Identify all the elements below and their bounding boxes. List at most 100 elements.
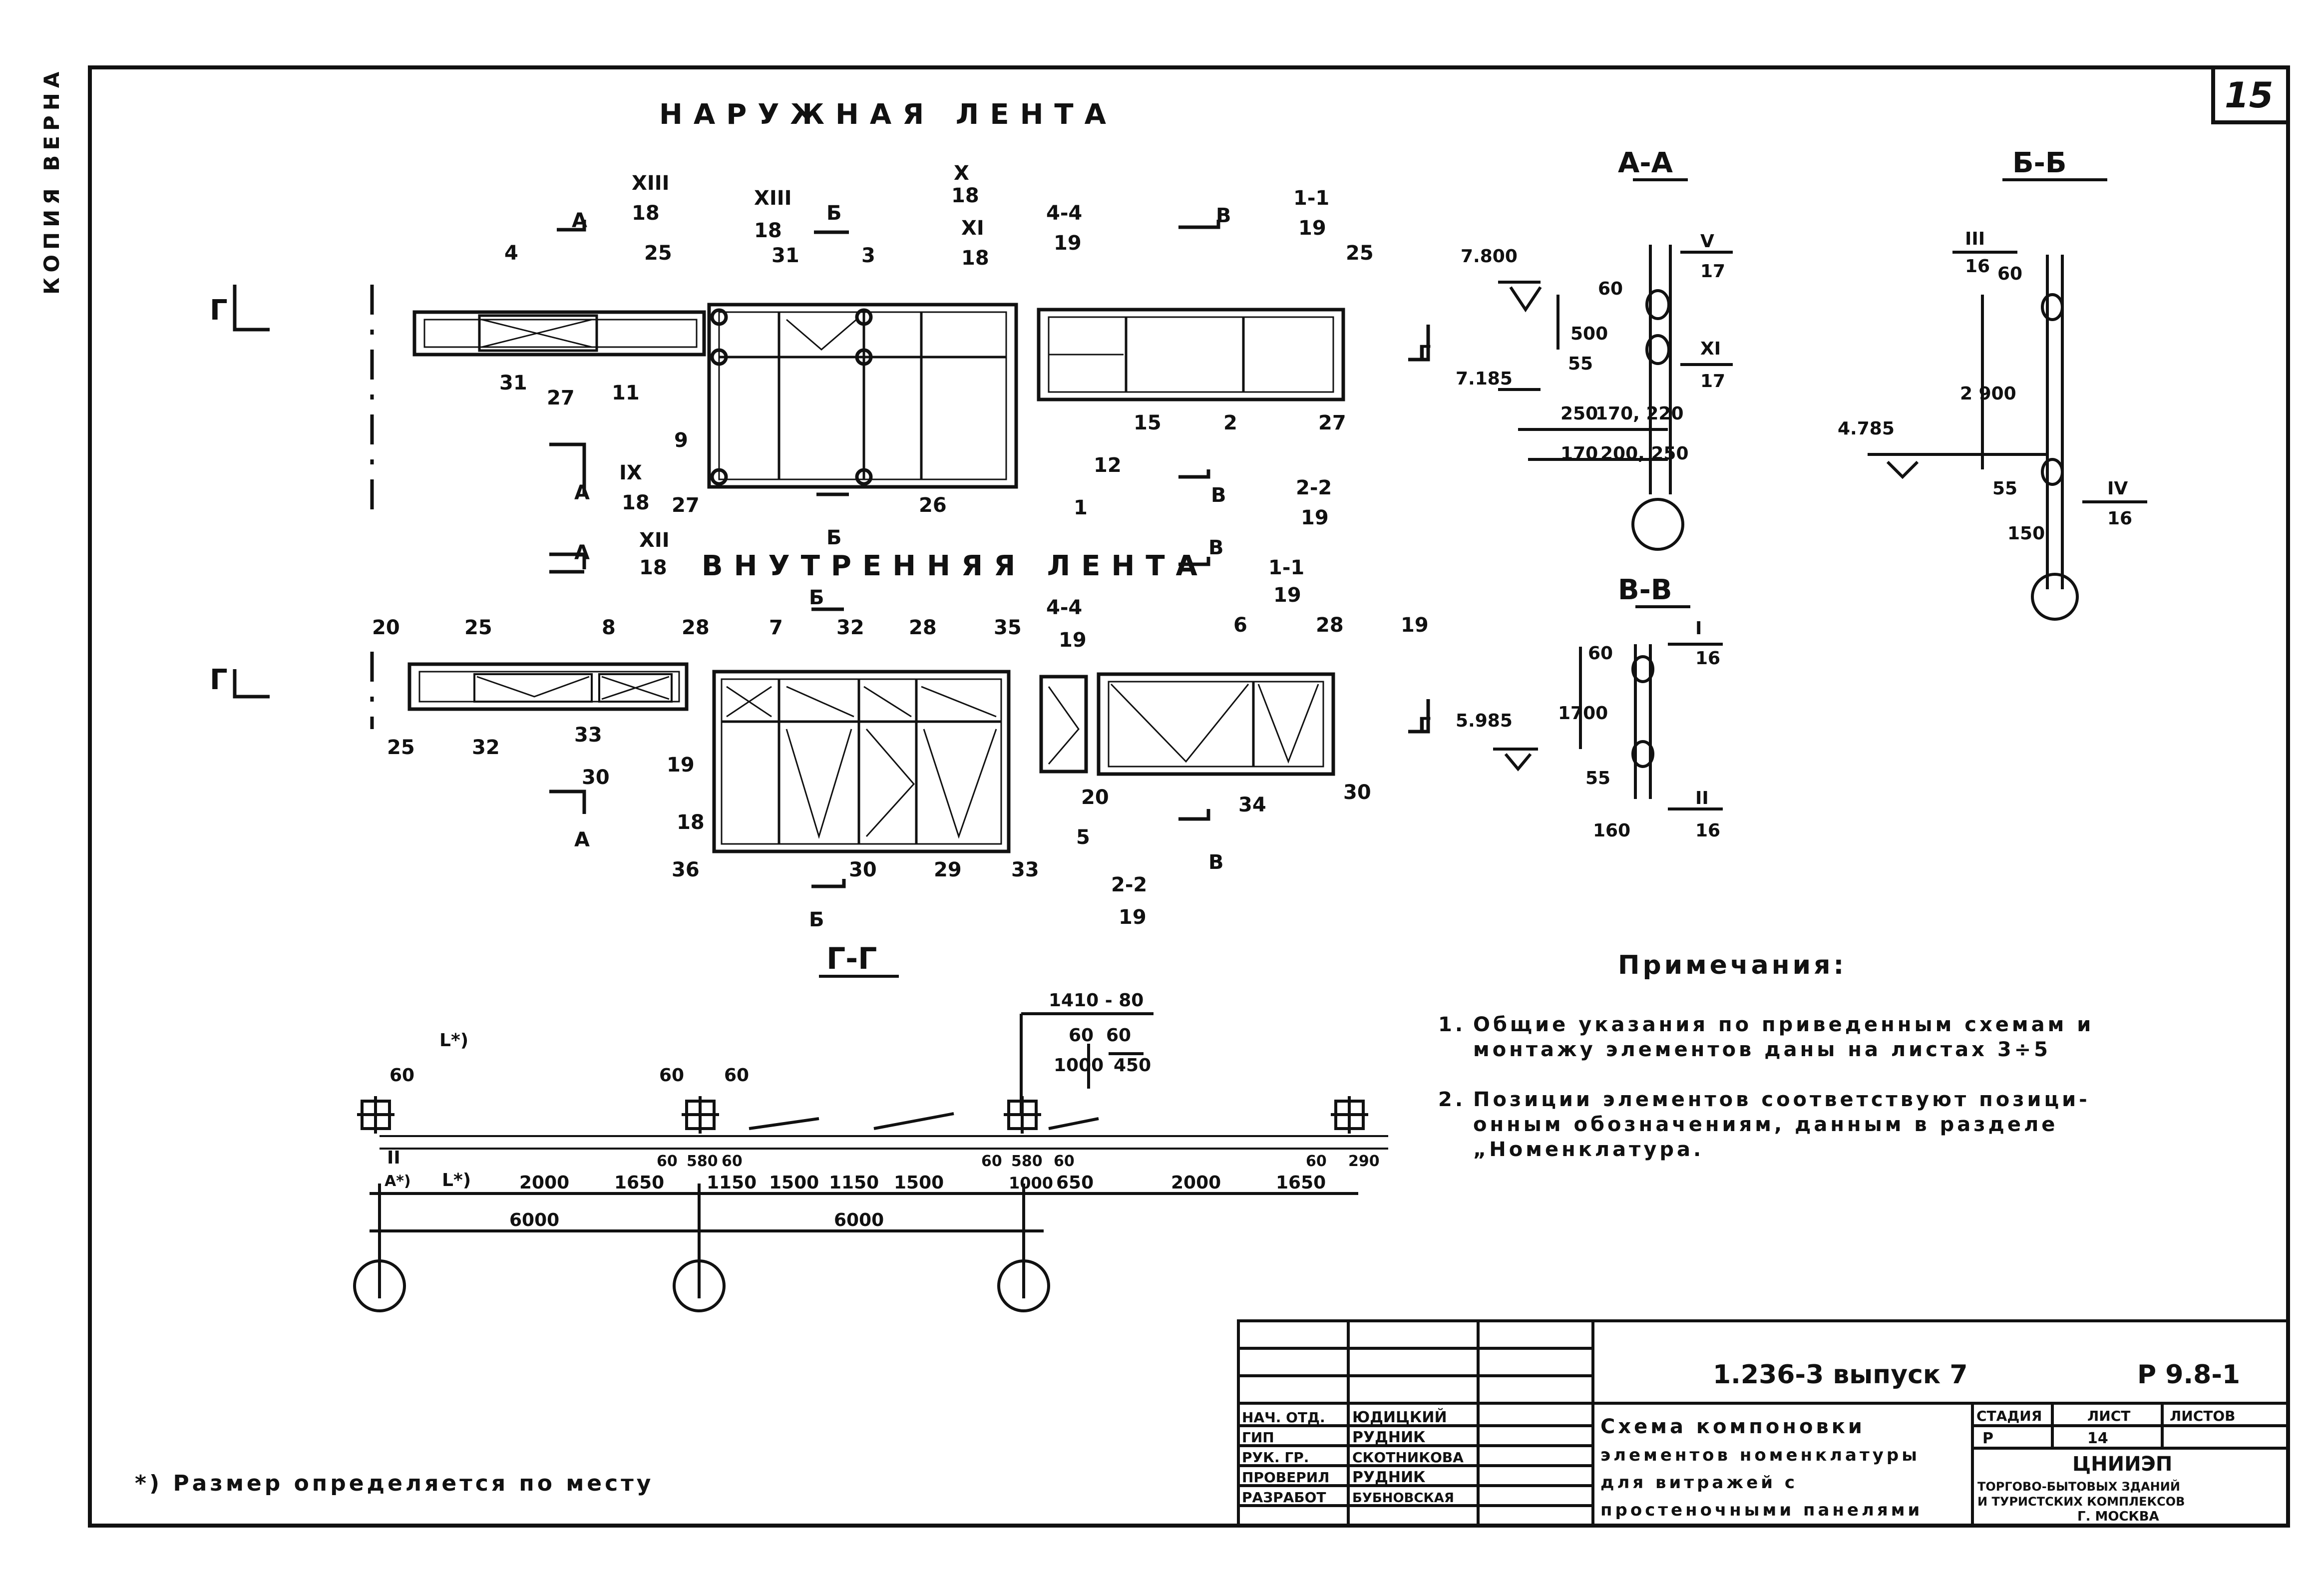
dimension: 1650 bbox=[614, 1173, 664, 1193]
position-label: 18 bbox=[632, 202, 660, 225]
dimension: 60 bbox=[1306, 1153, 1327, 1170]
description-line: элементов номенклатуры bbox=[1600, 1445, 1920, 1465]
note-1-number: 1. bbox=[1438, 1013, 1466, 1036]
section-mark: Г bbox=[210, 294, 228, 327]
section-mark: А bbox=[574, 541, 590, 564]
side-stamp: КОПИЯ ВЕРНА bbox=[39, 67, 64, 295]
dimension: 2000 bbox=[1171, 1173, 1221, 1193]
position-label: 28 bbox=[909, 616, 937, 639]
elevation-mark: 4.785 bbox=[1838, 418, 1895, 439]
position-label: 7 bbox=[769, 616, 783, 639]
sheet-header: ЛИСТ bbox=[2087, 1408, 2130, 1424]
position-label: 33 bbox=[574, 724, 602, 747]
document-code: 1.236-3 выпуск 7 bbox=[1713, 1360, 1968, 1390]
position-label: 20 bbox=[372, 616, 400, 639]
position-label: 5 bbox=[1076, 826, 1090, 849]
position-label: 32 bbox=[836, 616, 864, 639]
position-label: 11 bbox=[612, 382, 640, 404]
dimension: 55 bbox=[1992, 478, 2017, 499]
elevation-mark: 7.185 bbox=[1456, 369, 1513, 389]
position-label: 6 bbox=[1233, 614, 1247, 637]
position-label: 4-4 bbox=[1046, 596, 1082, 619]
organization: ЦНИИЭП bbox=[2072, 1453, 2172, 1476]
position-label: 19 bbox=[1119, 906, 1147, 929]
position-label: 27 bbox=[672, 494, 700, 517]
dimension: 1410 - 80 bbox=[1049, 990, 1144, 1011]
section-mark: Г bbox=[1418, 342, 1431, 365]
position-label: 4-4 bbox=[1046, 202, 1082, 225]
organization-line: И ТУРИСТСКИХ КОМПЛЕКСОВ bbox=[1977, 1495, 2185, 1509]
position-label: 25 bbox=[1346, 242, 1374, 265]
organization-line: Г. МОСКВА bbox=[2077, 1509, 2159, 1524]
outer-band-labels: 4 25 31 27 11 ХIII 18 ХIII 18 Б 31 3 Х 1… bbox=[210, 162, 1431, 579]
detail-mark: 17 bbox=[1700, 261, 1725, 282]
sheet-frame bbox=[88, 65, 2290, 1528]
dimension: 6000 bbox=[834, 1210, 884, 1230]
title-section-aa: А-А bbox=[1618, 147, 1673, 179]
sheet-number-box bbox=[2211, 67, 2288, 124]
dimension: 1700 bbox=[1558, 703, 1608, 724]
position-label: 36 bbox=[672, 858, 700, 881]
section-dimensions: 7.800 7.185 4.785 5.985 60 500 55 250 17… bbox=[1456, 229, 2132, 841]
section-mark: А bbox=[574, 828, 590, 851]
dimension: 60 bbox=[1054, 1153, 1075, 1170]
position-label: 2 bbox=[1223, 411, 1237, 434]
detail-mark: 16 bbox=[1695, 820, 1720, 841]
position-label: 34 bbox=[1238, 794, 1266, 816]
position-label: ХIII bbox=[754, 187, 792, 210]
inner-band-elevation bbox=[233, 557, 1430, 888]
position-label: 30 bbox=[582, 766, 610, 789]
position-label: 19 bbox=[1298, 217, 1326, 240]
section-mark: Г bbox=[210, 664, 228, 696]
title-section-gg: Г-Г bbox=[826, 941, 877, 976]
dimension: 1000 bbox=[1054, 1055, 1104, 1076]
detail-mark: 17 bbox=[1700, 371, 1725, 392]
inner-band-labels: 20 25 8 28 25 32 33 30 19 7 32 28 35 4-4… bbox=[210, 536, 1431, 931]
position-label: 8 bbox=[602, 616, 616, 639]
position-label: 30 bbox=[849, 858, 877, 881]
dimension: 2 900 bbox=[1960, 384, 2016, 404]
position-label: 9 bbox=[674, 429, 688, 452]
dimension: 500 bbox=[1570, 324, 1608, 344]
dimension: 1150 bbox=[707, 1173, 757, 1193]
sheet-value: 14 bbox=[2087, 1430, 2108, 1447]
dimension: 1500 bbox=[769, 1173, 819, 1193]
position-label: 32 bbox=[472, 736, 500, 759]
detail-mark: IV bbox=[2107, 478, 2128, 499]
position-label: 18 bbox=[754, 219, 782, 242]
organization-line: ТОРГОВО-БЫТОВЫХ ЗДАНИЙ bbox=[1977, 1479, 2180, 1494]
dimension: 55 bbox=[1585, 768, 1610, 789]
note-2-line-3: „Номенклатура. bbox=[1473, 1138, 1704, 1161]
position-label: 28 bbox=[682, 616, 710, 639]
position-label: 2-2 bbox=[1111, 873, 1147, 896]
dimension: 250 bbox=[1560, 403, 1598, 424]
position-label: 19 bbox=[1059, 629, 1087, 652]
notes-heading: Примечания: bbox=[1618, 950, 1847, 980]
title-block bbox=[1237, 1319, 2290, 1527]
dimension: L*) bbox=[439, 1030, 468, 1051]
dimension: A*) bbox=[385, 1173, 411, 1190]
gg-dimensions: L*) 60 60 60 1410 - 80 60 60 1000 450 II… bbox=[385, 990, 1380, 1230]
dimension: 60 bbox=[1069, 1025, 1094, 1046]
elevation-mark: 7.800 bbox=[1461, 246, 1518, 267]
position-label: 27 bbox=[1318, 411, 1346, 434]
position-label: 19 bbox=[667, 754, 695, 777]
section-mark: Б bbox=[809, 908, 824, 931]
section-mark: В bbox=[1208, 851, 1224, 874]
position-label: В bbox=[1216, 204, 1231, 227]
detail-mark: 16 bbox=[1695, 648, 1720, 669]
name: РУДНИК bbox=[1352, 1429, 1426, 1446]
section-views bbox=[1493, 178, 2147, 810]
position-label: 19 bbox=[1054, 232, 1082, 255]
position-label: 27 bbox=[547, 387, 575, 409]
position-label: 18 bbox=[961, 247, 989, 270]
note-2-line-2: онным обозначениям, данным в разделе bbox=[1473, 1113, 2058, 1136]
dimension: 450 bbox=[1114, 1055, 1151, 1076]
section-mark: Г bbox=[1418, 714, 1431, 737]
dimension: 580 bbox=[687, 1153, 718, 1170]
title-section-vv: В-В bbox=[1618, 574, 1672, 606]
dimension: 60 bbox=[1598, 279, 1623, 299]
dimension: 290 bbox=[1348, 1153, 1380, 1170]
